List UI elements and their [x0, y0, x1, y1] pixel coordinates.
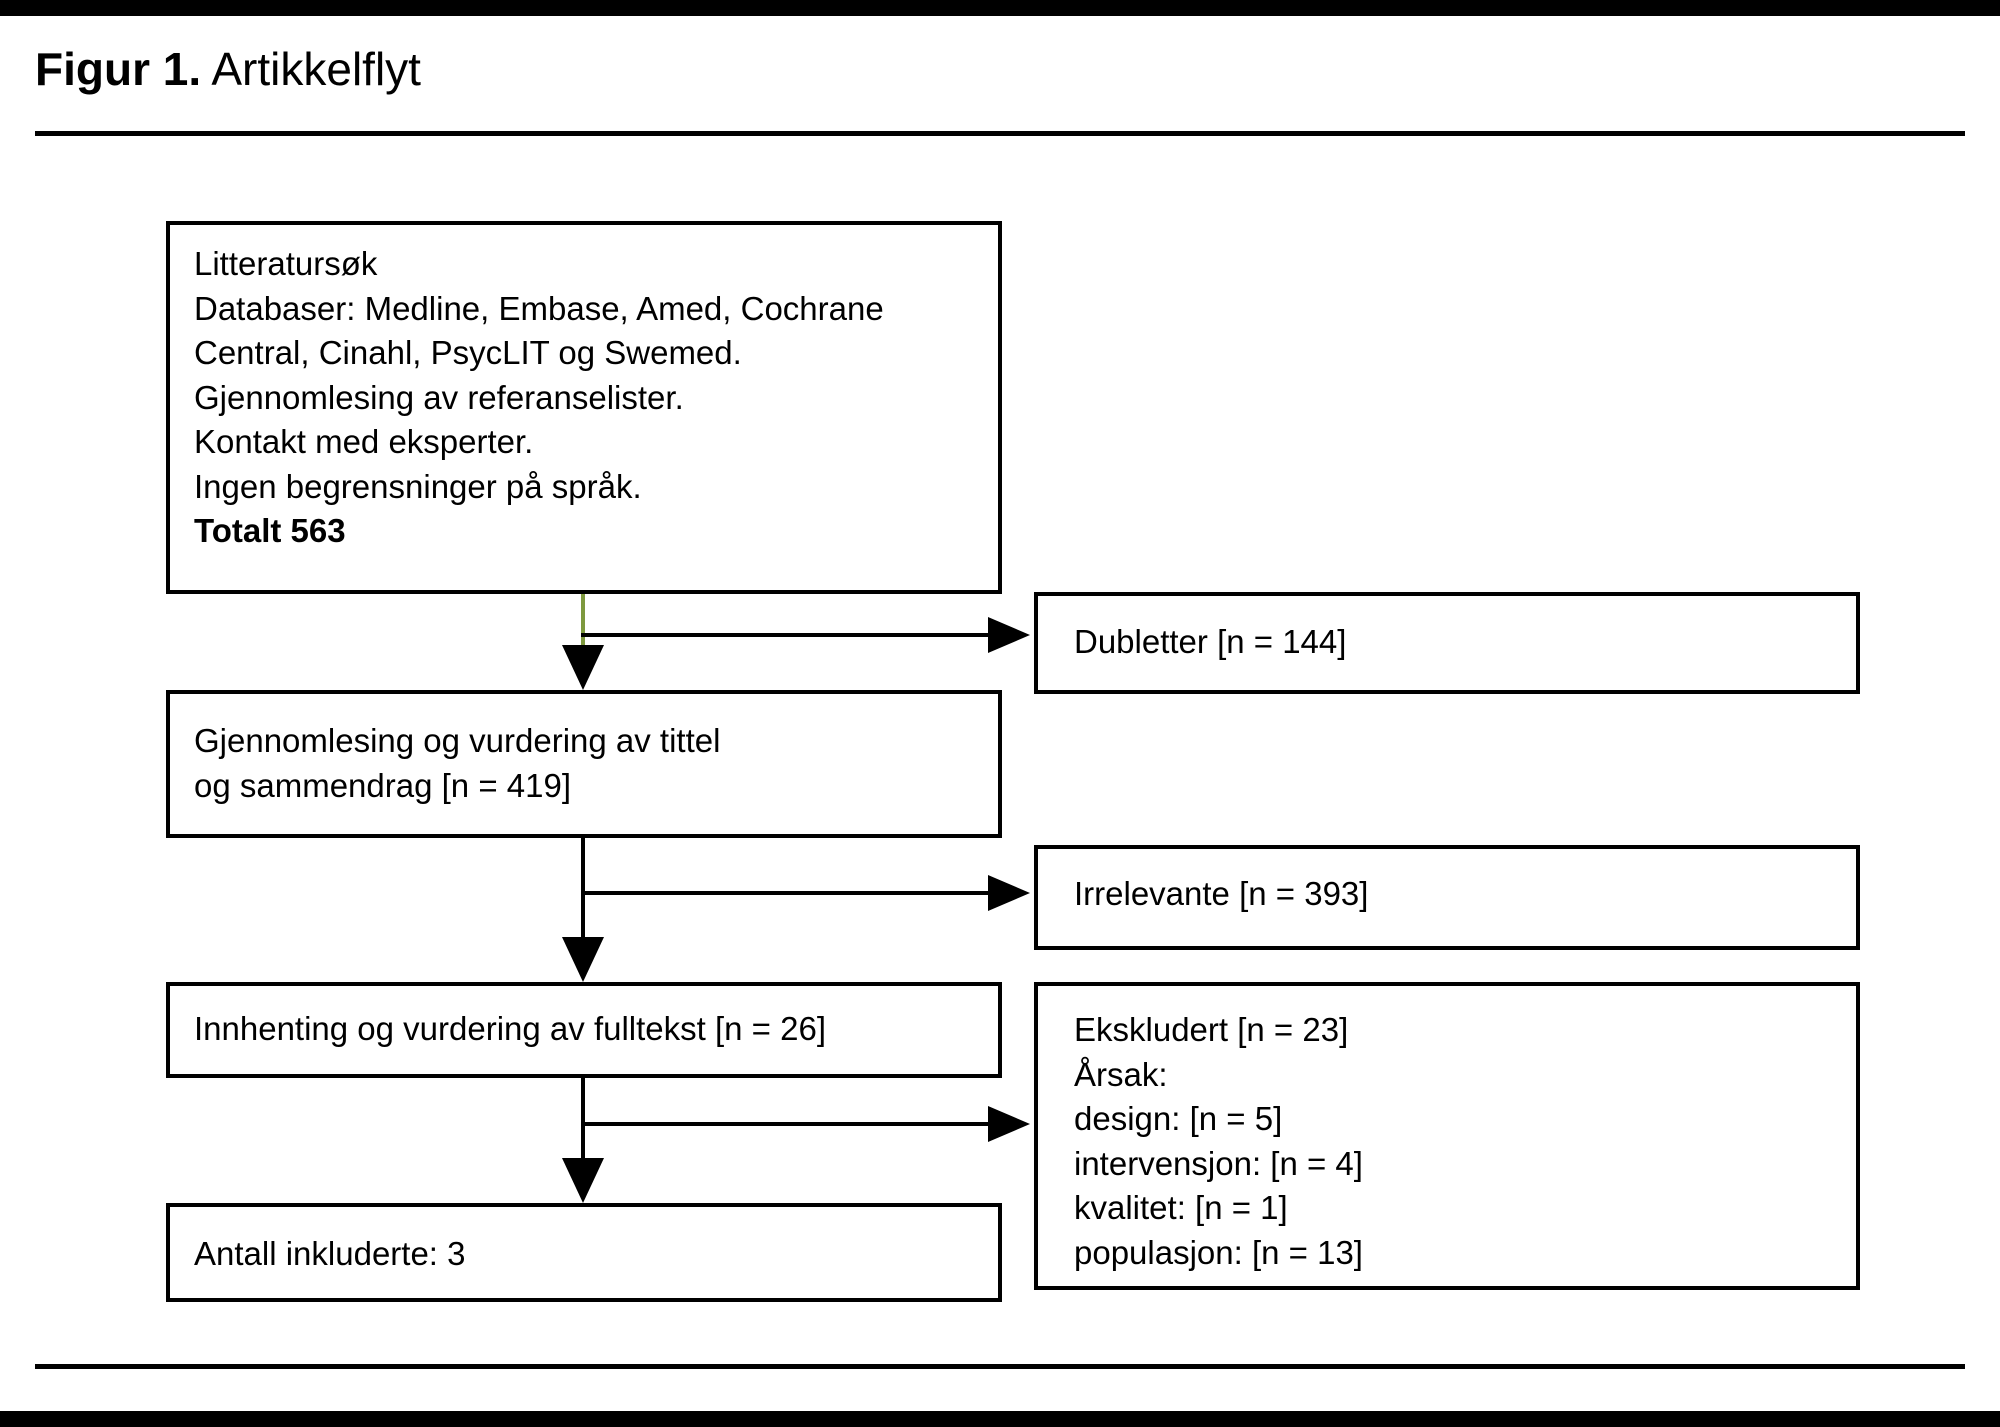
- arrow-down-icon: [562, 645, 604, 690]
- node-included: Antall inkluderte: 3: [166, 1203, 1002, 1302]
- node-literature-search: Litteratursøk Databaser: Medline, Embase…: [166, 221, 1002, 594]
- node-fulltext-assessment: Innhenting og vurdering av fulltekst [n …: [166, 982, 1002, 1078]
- top-black-bar: [0, 0, 2000, 16]
- node-text-line: design: [n = 5]: [1074, 1100, 1283, 1137]
- node-text-line: Antall inkluderte: 3: [194, 1235, 466, 1272]
- node-text-line: Årsak:: [1074, 1055, 1168, 1093]
- node-title-abstract-screening: Gjennomlesing og vurdering av tittel og …: [166, 690, 1002, 838]
- bottom-black-bar: [0, 1411, 2000, 1427]
- node-irrelevant: Irrelevante [n = 393]: [1034, 845, 1860, 950]
- node-text-line: Databaser: Medline, Embase, Amed, Cochra…: [194, 289, 884, 327]
- arrow-right-icon: [988, 617, 1030, 653]
- node-text-line: populasjon: [n = 13]: [1074, 1233, 1363, 1271]
- connector-to-duplicates: [581, 633, 990, 637]
- connector-to-excluded: [581, 1122, 990, 1126]
- arrow-right-icon: [988, 875, 1030, 911]
- node-text-line: Gjennomlesing og vurdering av tittel: [194, 722, 721, 759]
- figure-title: Figur 1. Artikkelflyt: [35, 38, 421, 100]
- node-text-line: Gjennomlesing av referanselister.: [194, 378, 684, 416]
- node-text-line: Dubletter [n = 144]: [1074, 623, 1347, 660]
- node-text-line: og sammendrag [n = 419]: [194, 766, 571, 804]
- arrow-right-icon: [988, 1106, 1030, 1142]
- connector-to-irrelevant: [581, 891, 990, 895]
- node-text-line: Innhenting og vurdering av fulltekst [n …: [194, 1010, 826, 1047]
- node-total-line: Totalt 563: [194, 512, 346, 549]
- node-excluded: Ekskludert [n = 23] Årsak: design: [n = …: [1034, 982, 1860, 1290]
- figure-name-label: Artikkelflyt: [201, 43, 421, 95]
- header-divider: [35, 131, 1965, 136]
- connector-search-to-screening-shaft: [581, 594, 585, 654]
- node-text-line: Ingen begrensninger på språk.: [194, 467, 642, 505]
- arrow-down-icon: [562, 937, 604, 982]
- footer-divider: [35, 1364, 1965, 1369]
- node-text-line: Ekskludert [n = 23]: [1074, 1011, 1349, 1048]
- figure-number-label: Figur 1.: [35, 43, 202, 95]
- arrow-down-icon: [562, 1158, 604, 1203]
- node-text-line: Kontakt med eksperter.: [194, 423, 534, 460]
- node-text-line: intervensjon: [n = 4]: [1074, 1144, 1363, 1182]
- node-text-line: kvalitet: [n = 1]: [1074, 1189, 1288, 1226]
- node-duplicates: Dubletter [n = 144]: [1034, 592, 1860, 694]
- node-text-line: Central, Cinahl, PsycLIT og Swemed.: [194, 334, 742, 371]
- node-text-line: Irrelevante [n = 393]: [1074, 875, 1369, 912]
- node-text-line: Litteratursøk: [194, 245, 378, 282]
